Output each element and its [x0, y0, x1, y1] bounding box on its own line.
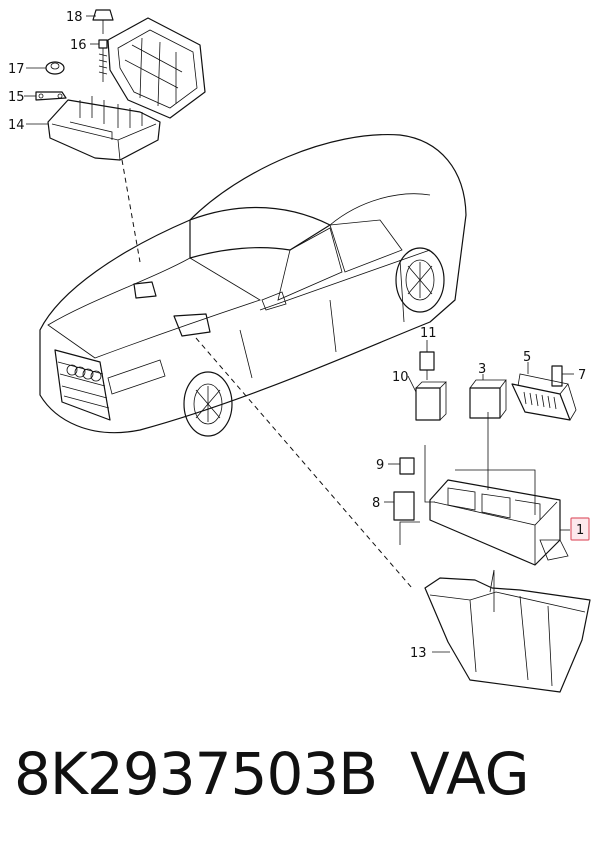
callout-14: 14	[8, 118, 25, 133]
callout-8: 8	[372, 496, 380, 511]
footer: 8K2937503B VAG	[0, 728, 600, 838]
callout-15: 15	[8, 90, 25, 105]
connection-line-upper	[121, 159, 141, 263]
callout-1-highlight	[570, 517, 590, 541]
brand-name: VAG	[410, 740, 530, 808]
callout-11: 11	[420, 326, 437, 341]
parts-diagram: 18 16 17 15 14 11 10 3 5 7 9 8 1 13	[8, 9, 591, 693]
lower-housing	[424, 569, 591, 693]
callout-1: 1	[576, 523, 584, 538]
callout-13: 13	[410, 646, 427, 661]
callout-7: 7	[578, 368, 586, 383]
part-number: 8K2937503B	[14, 740, 378, 808]
callout-10: 10	[392, 370, 409, 385]
callout-5: 5	[523, 350, 531, 365]
connection-line-lower	[195, 337, 413, 589]
callout-16: 16	[70, 38, 87, 53]
callout-18: 18	[66, 10, 83, 25]
callout-3: 3	[478, 362, 486, 377]
callout-17: 17	[8, 62, 25, 77]
callout-9: 9	[376, 458, 384, 473]
upper-fuse-holder-assembly	[24, 9, 206, 161]
relay-box-assembly	[384, 340, 577, 566]
car-outline	[39, 133, 467, 437]
